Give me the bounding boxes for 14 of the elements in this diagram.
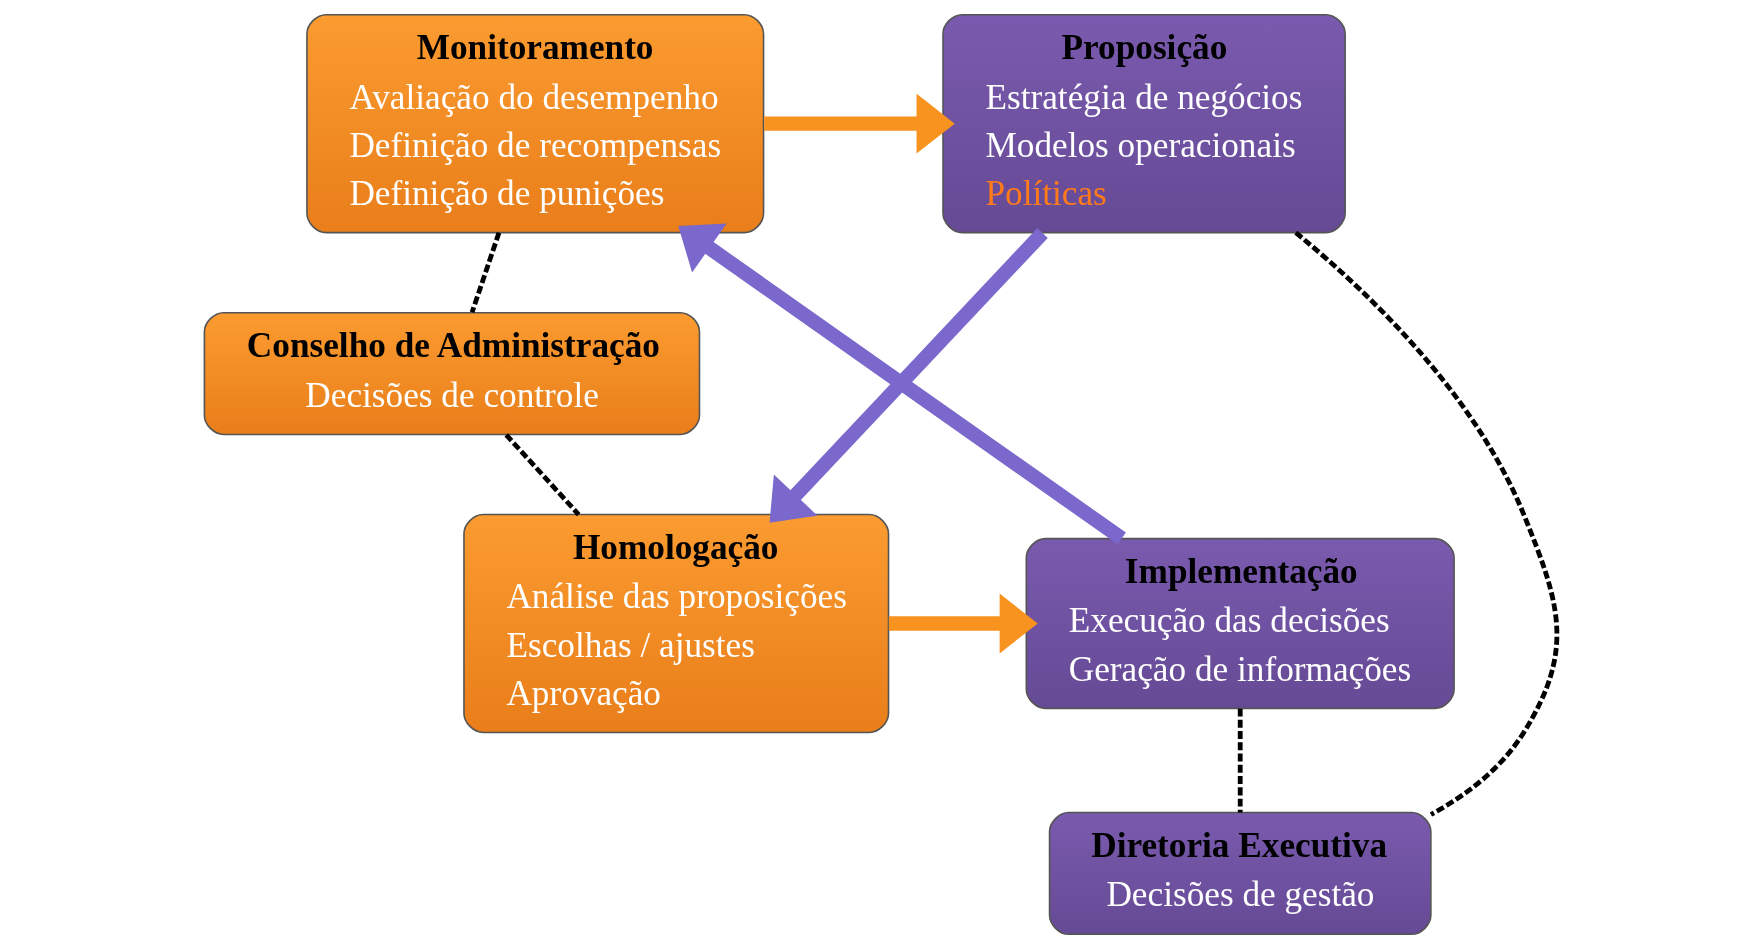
node-box: Proposição Estratégia de negócios Modelos operacionais Políticas	[941, 13, 1346, 234]
connector	[503, 433, 580, 517]
node-box: Homologação Análise das proposições Escolhas / ajustes Aprovação	[462, 513, 889, 734]
node-box: Monitoramento Avaliação do desempenho Definição de recompensas Definição de punições	[305, 13, 764, 234]
arrow	[888, 593, 1038, 654]
connector	[1293, 230, 1559, 817]
connector	[469, 231, 501, 314]
arrow	[763, 93, 955, 154]
connector	[1237, 708, 1243, 813]
node-box: Conselho de Administração Decisões de controle	[203, 311, 700, 436]
arrow	[677, 223, 1126, 545]
arrow	[769, 228, 1048, 523]
node-box: Implementação Execução das decisões Geração de informações	[1025, 537, 1455, 710]
node-box: Diretoria Executiva Decisões de gestão	[1048, 811, 1432, 936]
